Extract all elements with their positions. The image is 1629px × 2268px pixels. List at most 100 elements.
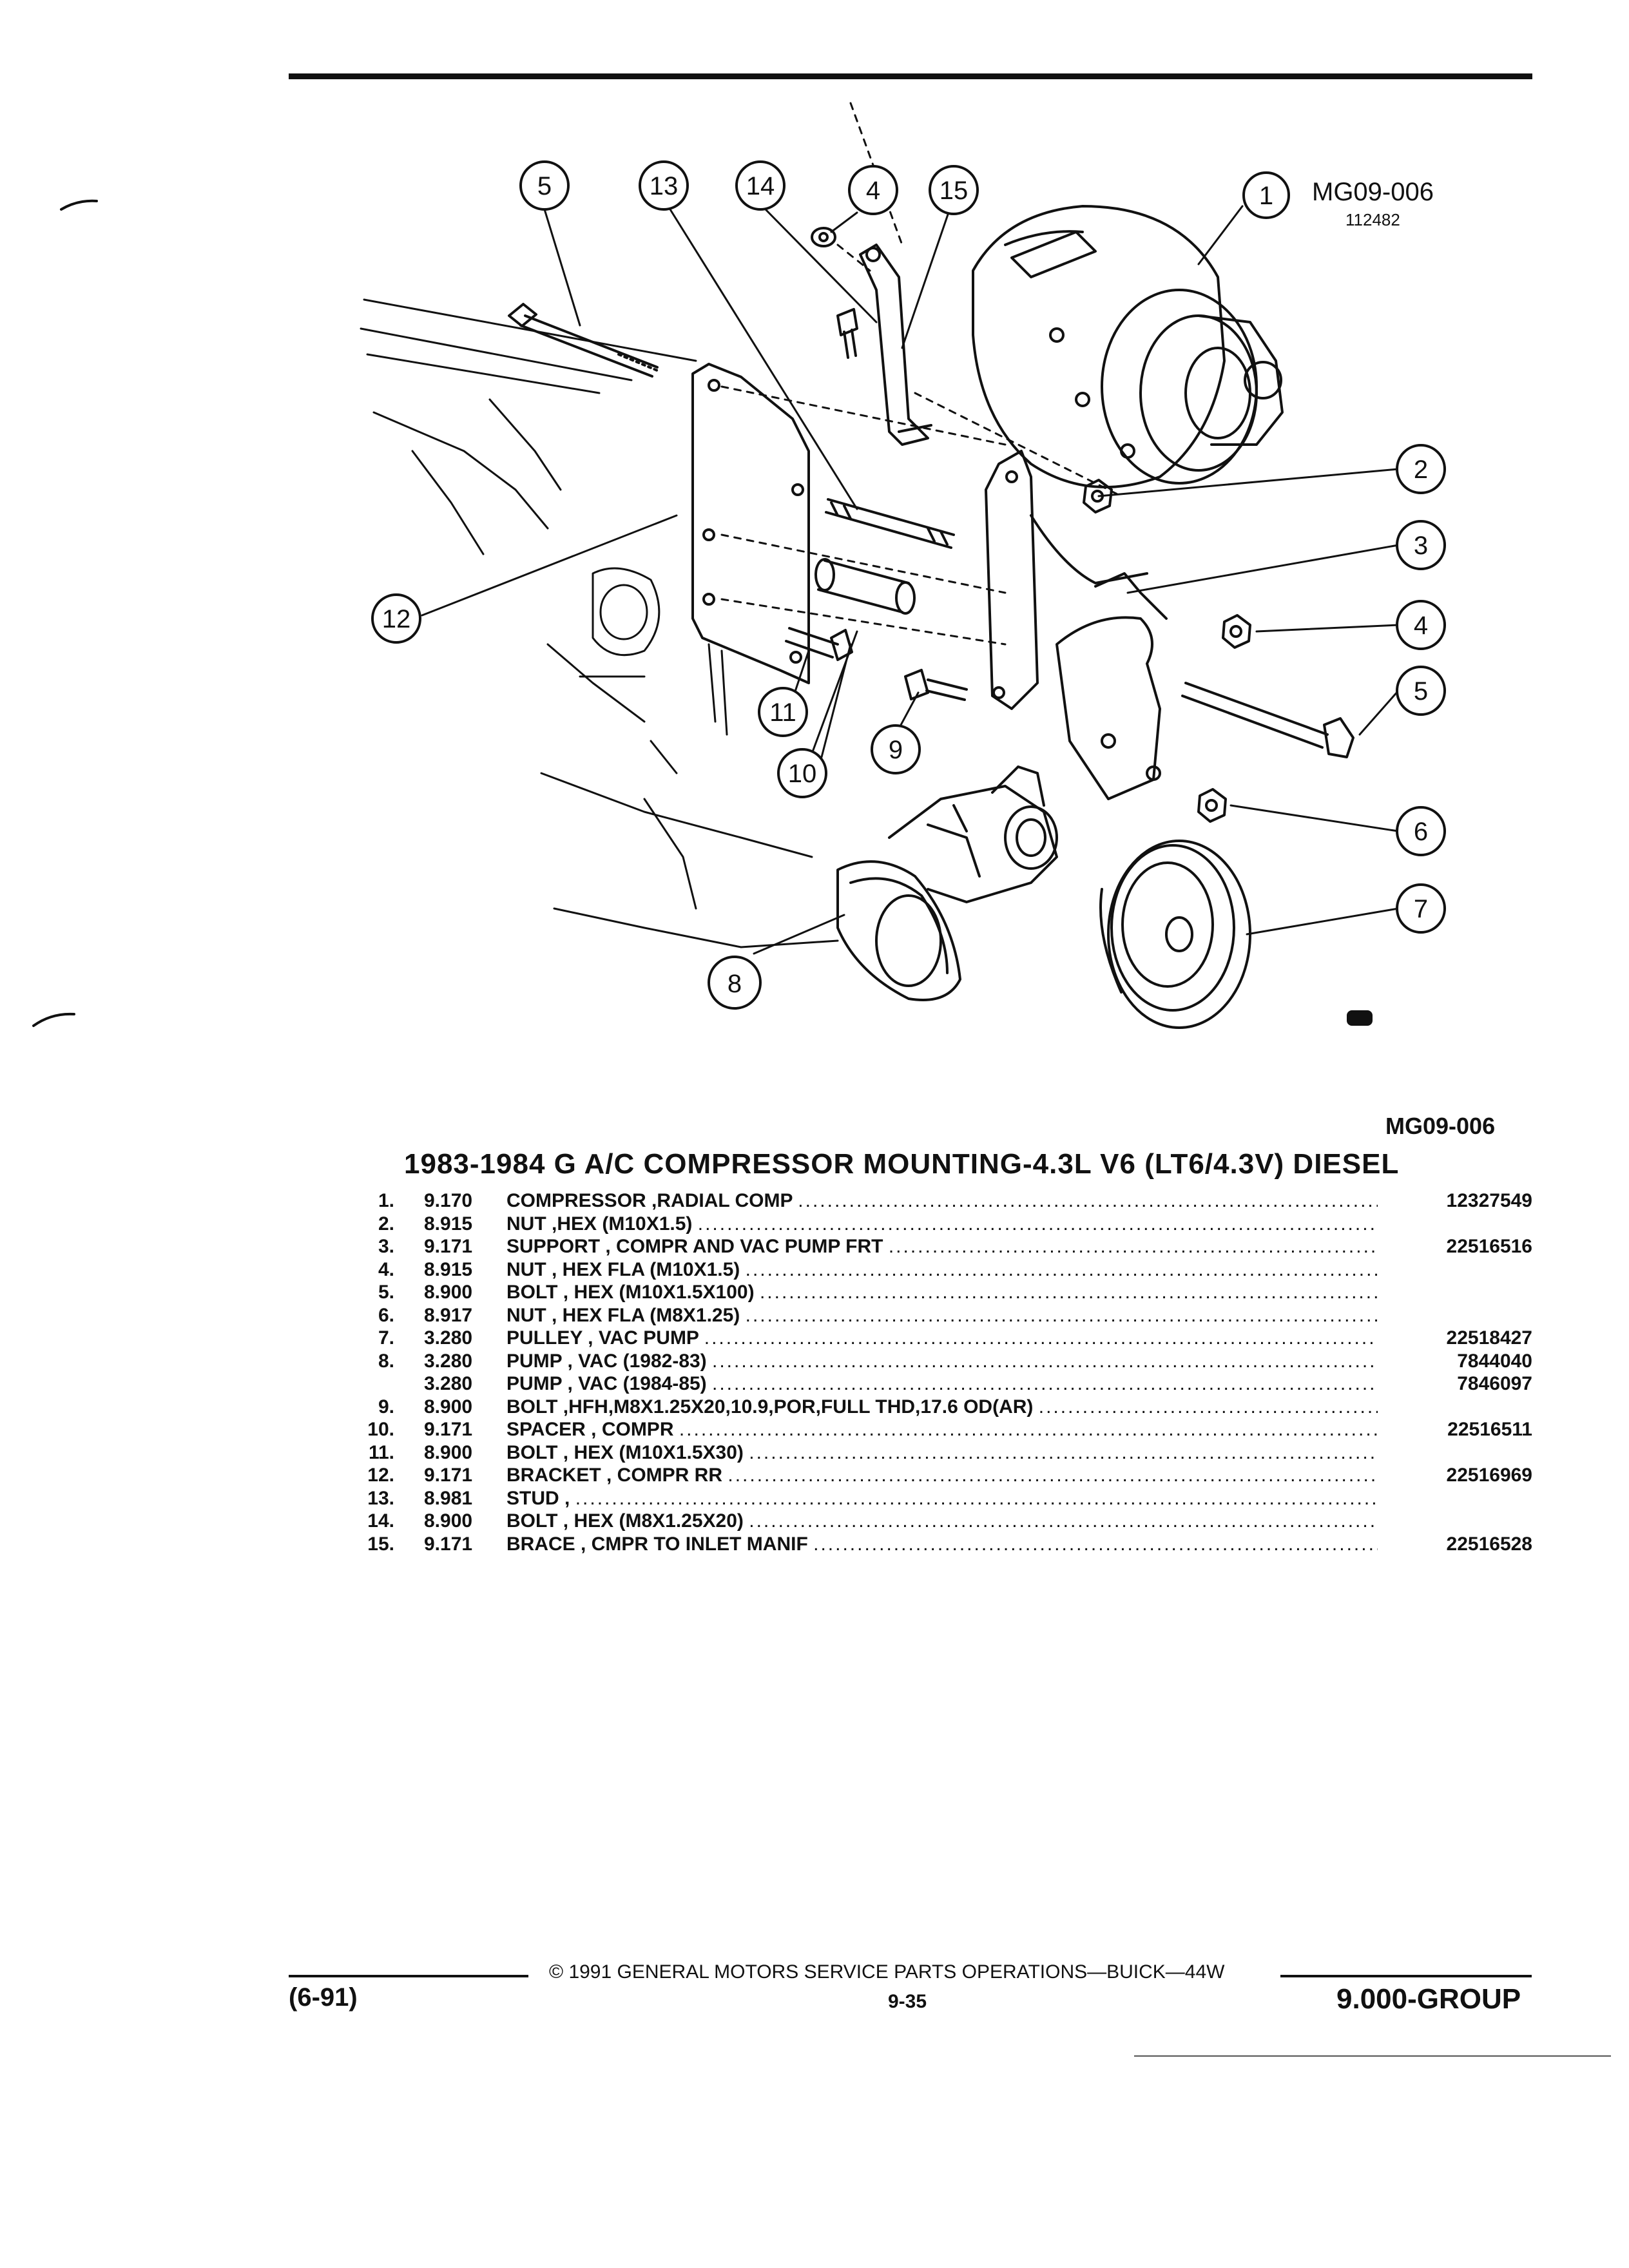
- callout-9: [871, 724, 921, 774]
- callout-14: [735, 160, 786, 211]
- group-number: 9.170: [424, 1190, 473, 1211]
- section-title: 1983-1984 G A/C COMPRESSOR MOUNTING-4.3L…: [404, 1148, 1400, 1180]
- group-number: 3.280: [424, 1350, 473, 1372]
- callout-label: 14: [746, 172, 775, 200]
- part-detail: , COMPR AND VAC PUMP FRT: [600, 1236, 883, 1257]
- nut-4-top: [811, 227, 836, 247]
- callout-label: 1: [1259, 182, 1273, 210]
- item-number: 6.: [378, 1304, 394, 1326]
- engine-block-outline: [360, 298, 839, 948]
- part-detail: , HEX FLA (M8X1.25): [546, 1304, 740, 1326]
- group-number: 9.171: [424, 1533, 473, 1555]
- part-name: NUT: [506, 1213, 546, 1235]
- callout-label: 3: [1414, 532, 1428, 560]
- callout-label: 4: [866, 177, 880, 205]
- part-detail: ,: [559, 1487, 570, 1509]
- leader-dots: ........................................…: [745, 1258, 1378, 1280]
- callout-2: [1396, 444, 1446, 494]
- bracket-12: [691, 363, 810, 684]
- item-number: 1.: [378, 1190, 394, 1211]
- item-number: 12.: [367, 1465, 394, 1486]
- footer-rule-left: [289, 1975, 528, 1977]
- callout-label: 12: [382, 605, 411, 633]
- part-description: BOLT , HEX (M10X1.5X100) ...............…: [506, 1281, 1378, 1303]
- part-name: NUT: [506, 1304, 546, 1326]
- part-number: 22518427: [1446, 1327, 1532, 1349]
- callout-label: 4: [1414, 611, 1428, 640]
- callout-label: 8: [728, 970, 742, 998]
- callout-label: 9: [889, 736, 903, 764]
- callout-label: 5: [537, 172, 552, 200]
- part-number: 22516511: [1447, 1419, 1532, 1440]
- bolt-5-right: [1181, 682, 1354, 758]
- callout-label: 10: [788, 760, 817, 788]
- part-name: BOLT: [506, 1441, 558, 1463]
- leader-dots: ........................................…: [712, 1350, 1378, 1372]
- part-number: 7844040: [1457, 1350, 1532, 1372]
- part-detail: ,RADIAL COMP: [646, 1190, 793, 1211]
- leader-dots: ........................................…: [1038, 1396, 1378, 1418]
- group-number: 8.900: [424, 1282, 473, 1303]
- callout-13: [639, 160, 689, 211]
- part-detail: ,HFH,M8X1.25X20,10.9,POR,FULL THD,17.6 O…: [557, 1396, 1034, 1418]
- callout-numbers: 5 13 14 4 15 1 2 3 4 5 6 7 8 9 10 11 12: [382, 172, 1428, 998]
- bolt-14: [836, 308, 858, 359]
- item-number: 4.: [378, 1258, 394, 1280]
- part-name: BOLT: [506, 1282, 558, 1303]
- part-number: 22516516: [1446, 1236, 1532, 1257]
- part-description: SUPPORT , COMPR AND VAC PUMP FRT .......…: [506, 1235, 1378, 1258]
- figure-code-bottom: MG09-006: [1385, 1113, 1496, 1139]
- part-number: 22516969: [1446, 1465, 1532, 1486]
- callout-15: [929, 165, 979, 215]
- part-detail: , HEX (M8X1.25X20): [557, 1510, 744, 1532]
- part-description: NUT ,HEX (M10X1.5) .....................…: [506, 1213, 1378, 1235]
- compressor-1: [972, 205, 1284, 488]
- part-name: BRACKET: [506, 1465, 601, 1486]
- group-number: 8.900: [424, 1441, 473, 1463]
- item-number: 10.: [367, 1419, 394, 1440]
- part-name: PUMP: [506, 1373, 563, 1394]
- part-description: PULLEY , VAC PUMP ......................…: [506, 1327, 1378, 1349]
- bolt-9: [904, 669, 968, 701]
- scan-line: [1134, 2055, 1611, 2057]
- group-number: 9.171: [424, 1419, 473, 1440]
- part-description: BRACE , CMPR TO INLET MANIF ............…: [506, 1533, 1378, 1555]
- copyright-notice: © 1991 GENERAL MOTORS SERVICE PARTS OPER…: [549, 1961, 1225, 1983]
- item-number: 14.: [367, 1510, 394, 1532]
- scan-mark: [32, 1012, 75, 1027]
- part-number: 7846097: [1457, 1373, 1532, 1394]
- brace-15: [859, 244, 932, 446]
- callout-3: [1396, 520, 1446, 570]
- part-number: 22516528: [1446, 1533, 1532, 1555]
- leader-dots: ........................................…: [728, 1465, 1378, 1486]
- top-rule: [289, 73, 1532, 79]
- leader-dots: ........................................…: [813, 1533, 1378, 1555]
- group-label: 9.000-GROUP: [1336, 1983, 1521, 2015]
- bolt-5-top: [508, 303, 659, 378]
- part-detail: , CMPR TO INLET MANIF: [575, 1533, 808, 1555]
- callout-label: 5: [1414, 677, 1428, 706]
- part-detail: ,HEX (M10X1.5): [546, 1213, 693, 1235]
- group-number: 9.171: [424, 1236, 473, 1257]
- callout-label: 13: [650, 172, 679, 200]
- part-description: NUT , HEX FLA (M8X1.25) ................…: [506, 1304, 1378, 1327]
- part-description: NUT , HEX FLA (M10X1.5) ................…: [506, 1258, 1378, 1281]
- part-description: BRACKET , COMPR RR .....................…: [506, 1464, 1378, 1486]
- exploded-diagram: 5 13 14 4 15 1 2 3 4 5 6 7 8 9 10 11 12: [32, 102, 1446, 1029]
- group-number: 8.915: [424, 1213, 473, 1235]
- group-number: 3.280: [424, 1327, 473, 1349]
- callout-12: [371, 593, 421, 644]
- leader-dots: ........................................…: [749, 1441, 1378, 1463]
- part-detail: , COMPR: [585, 1419, 674, 1440]
- item-number: 11.: [368, 1441, 394, 1463]
